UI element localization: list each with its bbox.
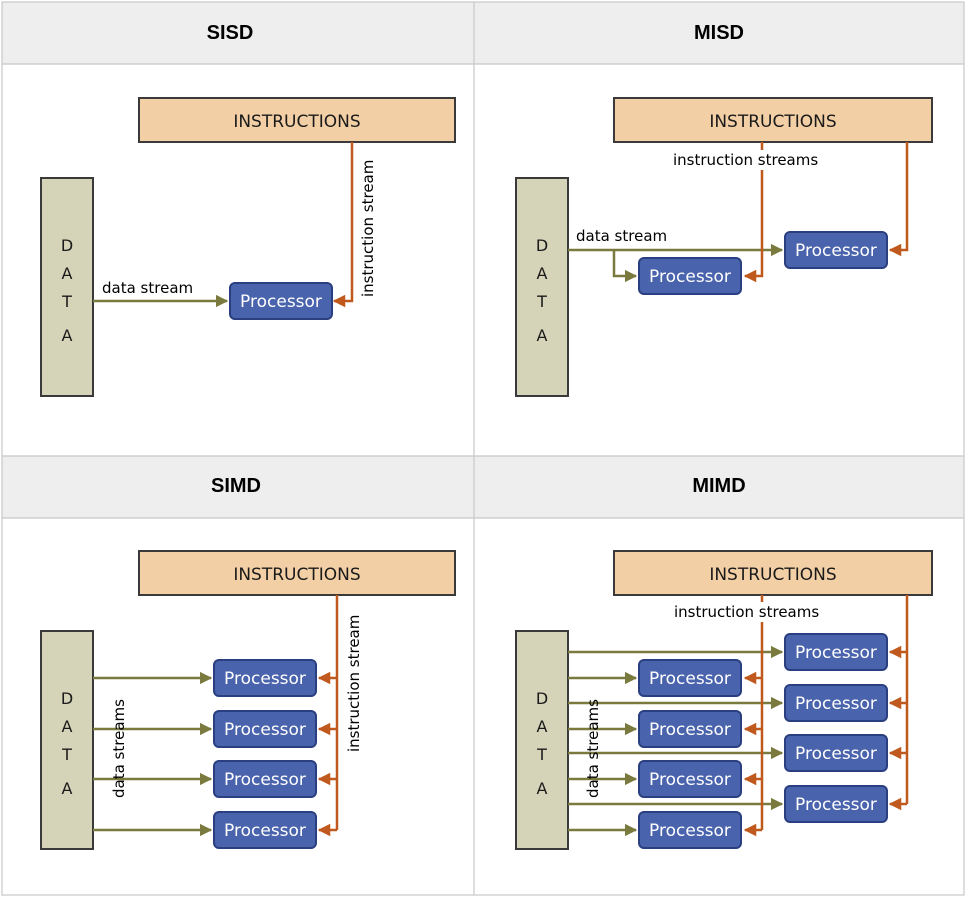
instruction-stream-arrow xyxy=(743,142,764,283)
simd-title: SIMD xyxy=(211,475,261,497)
processor-label: Processor xyxy=(795,744,877,764)
data-letter: T xyxy=(61,292,72,311)
simd-quadrant: INSTRUCTIONS D A T A data streams instru… xyxy=(40,550,456,850)
processor-box xyxy=(784,633,888,671)
data-letter: T xyxy=(536,292,547,311)
processor-label: Processor xyxy=(224,770,306,790)
data-letter: T xyxy=(536,745,547,764)
processor-label: Processor xyxy=(795,795,877,815)
processor-box xyxy=(784,734,888,772)
processor-label: Processor xyxy=(649,669,731,689)
data-letter: A xyxy=(62,264,73,283)
instructions-box xyxy=(138,550,456,596)
processor-box xyxy=(784,231,888,269)
processor-label: Processor xyxy=(795,241,877,261)
data-letter: A xyxy=(537,779,548,798)
data-stream-label: data stream xyxy=(576,227,667,245)
sisd-title: SISD xyxy=(207,22,254,44)
instructions-box xyxy=(613,550,933,596)
data-letter: D xyxy=(61,689,73,708)
processor-label: Processor xyxy=(795,694,877,714)
instruction-stream-arrow xyxy=(888,142,909,257)
data-letter: A xyxy=(537,264,548,283)
data-stream-arrow xyxy=(612,250,638,283)
instructions-label: INSTRUCTIONS xyxy=(233,112,360,132)
processor-box xyxy=(213,710,317,748)
data-letter: D xyxy=(61,236,73,255)
processor-box xyxy=(784,684,888,722)
bottom-header-row xyxy=(2,456,964,518)
processor-label: Processor xyxy=(240,292,322,312)
data-box xyxy=(40,630,94,850)
data-letter: A xyxy=(537,326,548,345)
processor-box xyxy=(213,811,317,849)
data-letter: D xyxy=(536,236,548,255)
instructions-box xyxy=(613,97,933,143)
instruction-stream-label: instruction streams xyxy=(673,151,818,169)
mimd-quadrant: INSTRUCTIONS D A T A data streams instru… xyxy=(515,550,933,850)
instructions-label: INSTRUCTIONS xyxy=(233,565,360,585)
processor-box xyxy=(213,659,317,697)
data-box xyxy=(515,177,569,397)
instruction-stream-label: instruction stream xyxy=(345,615,363,752)
mimd-title: MIMD xyxy=(692,475,745,497)
instruction-stream-arrow xyxy=(332,142,354,308)
processor-label: Processor xyxy=(649,267,731,287)
processor-box xyxy=(638,760,742,798)
label-background xyxy=(672,150,832,170)
instruction-stream-label: instruction streams xyxy=(674,603,819,621)
processor-box xyxy=(638,710,742,748)
data-box xyxy=(515,630,569,850)
data-letter: D xyxy=(536,689,548,708)
data-letter: A xyxy=(537,717,548,736)
processor-label: Processor xyxy=(649,821,731,841)
processor-label: Processor xyxy=(649,770,731,790)
data-letter: A xyxy=(62,717,73,736)
data-stream-label: data streams xyxy=(584,699,602,798)
processor-label: Processor xyxy=(224,821,306,841)
processor-box xyxy=(638,811,742,849)
data-letter: A xyxy=(62,326,73,345)
instructions-label: INSTRUCTIONS xyxy=(709,565,836,585)
processor-box xyxy=(784,785,888,823)
sisd-quadrant: INSTRUCTIONS D A T A data stream instruc… xyxy=(40,97,456,397)
data-letter: T xyxy=(61,745,72,764)
misd-quadrant: INSTRUCTIONS D A T A data stream instruc… xyxy=(515,97,933,397)
data-box xyxy=(40,177,94,397)
misd-title: MISD xyxy=(694,22,744,44)
data-letter: A xyxy=(62,779,73,798)
processor-label: Processor xyxy=(224,669,306,689)
label-background xyxy=(672,602,834,622)
processor-label: Processor xyxy=(649,720,731,740)
processor-label: Processor xyxy=(795,643,877,663)
top-header-row xyxy=(2,2,964,64)
processor-box xyxy=(638,257,742,295)
processor-box xyxy=(638,659,742,697)
processor-box xyxy=(229,282,333,320)
processor-label: Processor xyxy=(224,720,306,740)
data-stream-label: data stream xyxy=(102,279,193,297)
data-stream-label: data streams xyxy=(110,699,128,798)
instructions-box xyxy=(138,97,456,143)
processor-box xyxy=(213,760,317,798)
instruction-stream-label: instruction stream xyxy=(359,160,377,297)
instructions-label: INSTRUCTIONS xyxy=(709,112,836,132)
